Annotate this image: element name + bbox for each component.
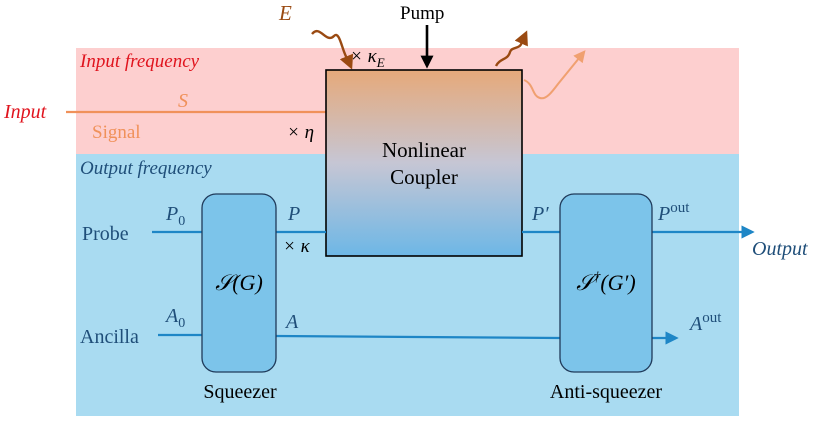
kappa-e-label: × κE	[350, 46, 385, 70]
emitted-wave-brown	[494, 30, 528, 67]
squeezer-label: Squeezer	[203, 381, 277, 403]
kappa-label: × κ	[283, 236, 311, 257]
p-prime-label: P′	[531, 203, 549, 225]
input-frequency-label: Input frequency	[79, 51, 200, 72]
anti-squeezer-box	[559, 193, 653, 373]
anti-squeezer-label: Anti-squeezer	[550, 381, 663, 403]
p-out-label: Pout	[657, 200, 690, 225]
p-label: P	[287, 203, 300, 225]
a-label: A	[284, 311, 299, 333]
squeezer-box	[201, 193, 277, 373]
environment-symbol: E	[278, 1, 292, 25]
probe-label: Probe	[82, 223, 129, 245]
squeezer-operator: 𝒮(G)	[215, 270, 263, 295]
pump-label: Pump	[400, 3, 444, 24]
p0-label: P0	[165, 203, 185, 229]
nonlinear-coupler-box	[325, 69, 523, 257]
signal-label: Signal	[92, 122, 141, 143]
environment-wave	[311, 30, 354, 70]
ancilla-label: Ancilla	[80, 326, 139, 348]
ancilla-line-mid	[275, 334, 561, 340]
coupler-label-line2: Coupler	[390, 165, 458, 189]
output-frequency-label: Output frequency	[80, 158, 212, 179]
eta-label: × η	[287, 122, 314, 143]
output-label: Output	[752, 238, 808, 260]
emitted-wave-orange	[523, 50, 586, 100]
signal-symbol: S	[178, 90, 188, 112]
input-label: Input	[3, 101, 47, 123]
coupler-label-line1: Nonlinear	[382, 138, 466, 162]
a0-label: A0	[164, 305, 185, 331]
a-out-label: Aout	[688, 310, 722, 335]
anti-squeezer-operator: 𝒮†(G′)	[576, 270, 635, 295]
